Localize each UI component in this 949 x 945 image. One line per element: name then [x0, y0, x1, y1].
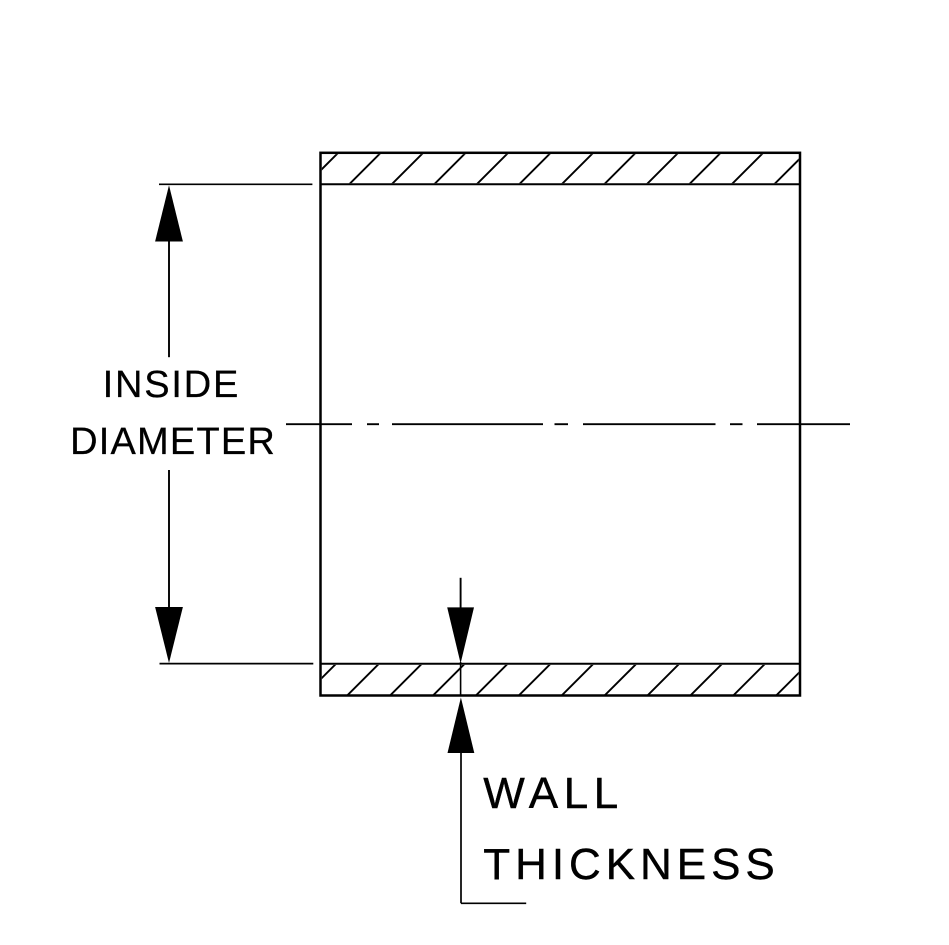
svg-text:INSIDE: INSIDE: [103, 364, 241, 406]
svg-text:THICKNESS: THICKNESS: [483, 840, 779, 889]
svg-text:DIAMETER: DIAMETER: [70, 421, 276, 463]
svg-text:WALL: WALL: [483, 769, 624, 818]
